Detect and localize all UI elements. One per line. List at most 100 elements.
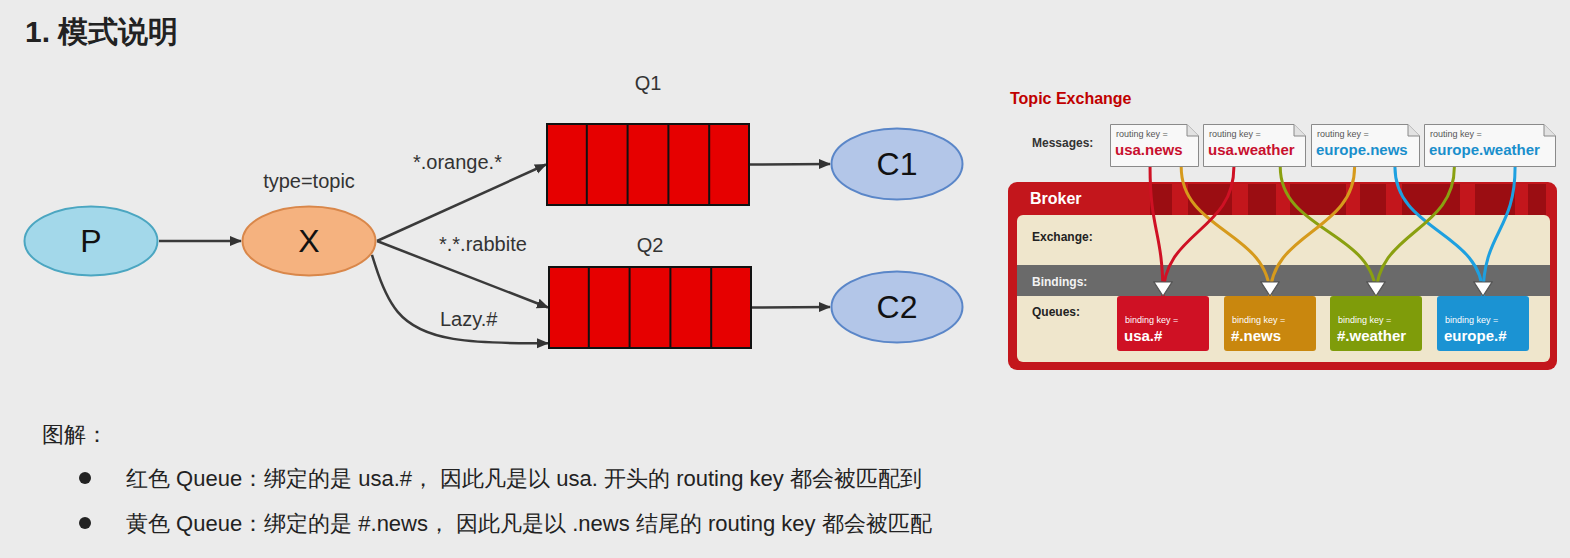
bullet: [79, 517, 91, 529]
binding-line: [1395, 167, 1483, 296]
row-label: Queues:: [1032, 304, 1080, 320]
dog-ear: [1544, 125, 1556, 137]
binding-line: [1181, 167, 1270, 296]
dog-ear: [1294, 125, 1306, 137]
queue-cell: [629, 267, 631, 348]
binding-line: [1270, 167, 1355, 296]
broker-inner: [1017, 215, 1550, 362]
binding-line: [1483, 167, 1515, 296]
message-card: routing key =europe.weather: [1424, 124, 1556, 167]
node-label: X: [241, 205, 377, 277]
routing-pattern: *.orange.*: [411, 150, 504, 174]
queue-body: [547, 124, 749, 205]
edge-label-holder: Lazy.#: [438, 307, 499, 331]
label-holder: Exchange:: [1032, 229, 1093, 245]
queue-outline: [546, 123, 750, 206]
routing-key: usa.weather: [1208, 141, 1295, 159]
route-arrow: [159, 240, 241, 243]
route-arrow: [750, 163, 830, 166]
dog-ear: [1408, 125, 1420, 137]
binding-line: [1376, 167, 1454, 296]
row-label: Bindings:: [1032, 274, 1087, 290]
label-holder: 黄色 Queue：绑定的是 #.news， 因此凡是以 .news 结尾的 ro…: [126, 509, 932, 538]
broker-box: Brokerbinding key =usa.#binding key =#.n…: [1008, 182, 1557, 370]
paper-card: [1425, 125, 1556, 167]
consumer-node: C1: [830, 127, 964, 201]
key-caption: binding key =: [1232, 315, 1285, 326]
label-holder: Messages:: [1032, 135, 1093, 151]
key-caption: routing key =: [1430, 129, 1482, 140]
routing-key: europe.weather: [1429, 141, 1540, 159]
routing-key: usa.news: [1115, 141, 1183, 159]
binding-line: [1280, 167, 1376, 296]
figure-title: Topic Exchange: [1010, 88, 1132, 109]
label-holder: 图解：: [42, 420, 108, 449]
key-caption: binding key =: [1338, 315, 1391, 326]
node-label: P: [23, 205, 159, 277]
message-card: routing key =europe.news: [1311, 124, 1420, 167]
edge-label-holder: *.orange.*: [411, 150, 504, 174]
binding-key: #.news: [1231, 327, 1281, 345]
binding-key: #.weather: [1337, 327, 1406, 345]
exchange-blocks: [1150, 184, 1546, 215]
binding-queue: binding key =europe.#: [1437, 296, 1529, 351]
route-arrow: [372, 255, 548, 343]
producer-node: P: [23, 205, 159, 277]
label-holder: Topic Exchange: [1010, 88, 1132, 109]
key-caption: routing key =: [1116, 129, 1168, 140]
paper-card: [1204, 125, 1306, 167]
page-title: 1. 模式说明: [25, 12, 178, 53]
label-holder: Bindings:: [1032, 274, 1087, 290]
note-line: 红色 Queue：绑定的是 usa.#， 因此凡是以 usa. 开头的 rout…: [126, 464, 922, 493]
bindings-band: [1017, 265, 1550, 296]
queue-cell: [710, 267, 712, 348]
routing-pattern: *.*.rabbite: [437, 232, 529, 256]
queue-body: [549, 267, 751, 348]
paper-card: [1111, 125, 1199, 167]
binding-key: usa.#: [1124, 327, 1162, 345]
row-label: Messages:: [1032, 135, 1093, 151]
exchange-node: type=topicX: [241, 205, 377, 277]
queue-cell: [588, 267, 590, 348]
key-caption: binding key =: [1125, 315, 1178, 326]
node-label: C1: [830, 127, 964, 201]
binding-queue: binding key =#.weather: [1330, 296, 1422, 351]
consumer-node: C2: [830, 270, 964, 344]
note-line: 黄色 Queue：绑定的是 #.news， 因此凡是以 .news 结尾的 ro…: [126, 509, 932, 538]
edge-label-holder: *.*.rabbite: [437, 232, 529, 256]
bullet: [79, 472, 91, 484]
key-caption: routing key =: [1209, 129, 1261, 140]
binding-queue: binding key =usa.#: [1117, 296, 1209, 351]
label-holder: 红色 Queue：绑定的是 usa.#， 因此凡是以 usa. 开头的 rout…: [126, 464, 922, 493]
node-label: C2: [830, 270, 964, 344]
broker-panel: [1008, 182, 1557, 370]
key-caption: binding key =: [1445, 315, 1498, 326]
queue-cell: [669, 267, 671, 348]
binding-key: europe.#: [1444, 327, 1507, 345]
key-caption: routing key =: [1317, 129, 1369, 140]
queue-cell: [627, 124, 629, 205]
routing-pattern: Lazy.#: [438, 307, 499, 331]
message-card: routing key =usa.news: [1110, 124, 1199, 167]
queue-cell: [708, 124, 710, 205]
paper-card: [1312, 125, 1420, 167]
broker-label: Broker: [1030, 189, 1082, 209]
binding-line: [1163, 167, 1234, 296]
dog-ear: [1187, 125, 1199, 137]
queue-box: Q1: [546, 123, 750, 206]
queue-outline: [548, 266, 752, 349]
binding-queue: binding key =#.news: [1224, 296, 1316, 351]
queue-box: Q2: [548, 266, 752, 349]
label-holder: Queues:: [1032, 304, 1080, 320]
routing-key: europe.news: [1316, 141, 1408, 159]
title-holder: 1. 模式说明: [25, 12, 178, 53]
note-heading: 图解：: [42, 420, 108, 449]
binding-line: [1150, 167, 1163, 296]
message-card: routing key =usa.weather: [1203, 124, 1306, 167]
route-arrow: [752, 306, 830, 309]
route-arrow: [377, 165, 546, 242]
queue-cell: [667, 124, 669, 205]
queue-cell: [586, 124, 588, 205]
